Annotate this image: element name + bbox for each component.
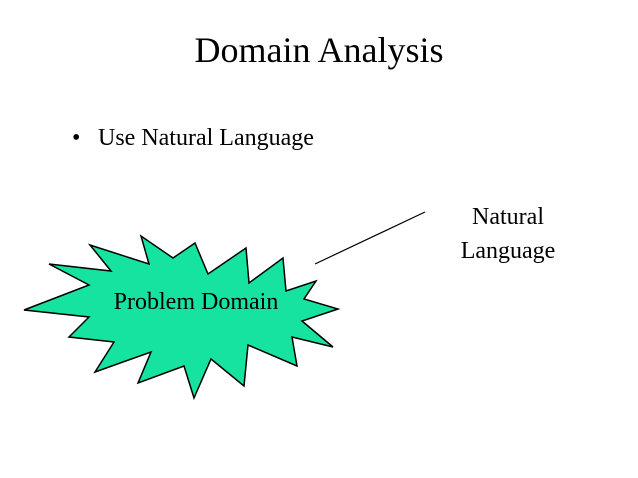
problem-domain-label: Problem Domain <box>114 289 279 315</box>
bullet-text: Use Natural Language <box>98 125 314 151</box>
side-label-line-2: Language <box>460 238 556 264</box>
natural-language-label: Natural Language <box>434 200 582 268</box>
side-label-line-1: Natural <box>472 204 544 230</box>
connector-line <box>314 211 426 265</box>
bullet-item: • Use Natural Language <box>72 122 314 154</box>
slide-title: Domain Analysis <box>194 30 444 70</box>
bullet-marker: • <box>72 125 81 151</box>
problem-domain-burst <box>23 234 341 401</box>
bullet-list: • Use Natural Language <box>72 122 314 154</box>
